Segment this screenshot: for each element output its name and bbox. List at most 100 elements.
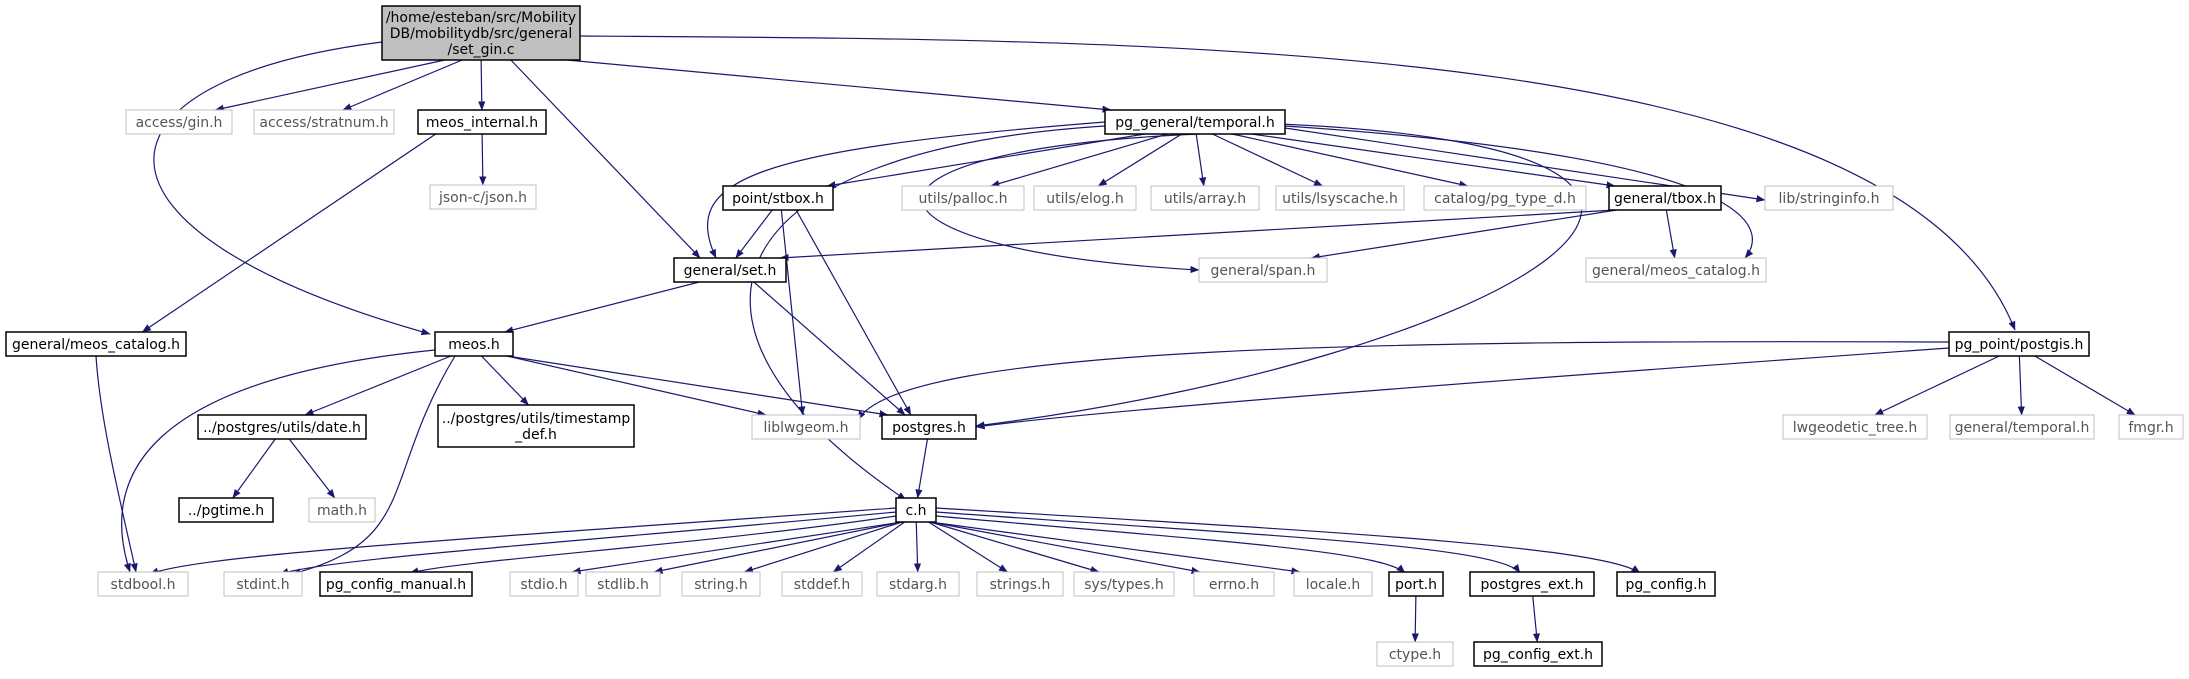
node-box-string xyxy=(681,571,761,597)
node-box-pg_temporal xyxy=(1104,109,1286,135)
node-label-errno: errno.h xyxy=(1209,577,1259,593)
node-c_h[interactable]: c.h xyxy=(895,497,937,523)
node-box-postgres xyxy=(881,414,977,440)
edge-tbox-to-set xyxy=(779,209,1616,262)
node-label-pg_config: pg_config.h xyxy=(1626,577,1707,593)
node-set_gin[interactable]: /home/esteban/src/MobilityDB/mobilitydb/… xyxy=(381,5,581,61)
edge-meos_internal-to-json xyxy=(479,133,487,186)
node-json: json-c/json.h xyxy=(429,184,537,210)
node-box-meos xyxy=(434,331,514,357)
node-box-set_gin xyxy=(381,5,581,61)
node-label-set_gin-2: DB/mobilitydb/src/general xyxy=(390,26,573,42)
node-label-stbox: point/stbox.h xyxy=(732,191,824,207)
node-label-access_gin: access/gin.h xyxy=(136,115,223,131)
node-postgis[interactable]: pg_point/postgis.h xyxy=(1948,331,2090,357)
node-label-set_gin-1: /home/esteban/src/Mobility xyxy=(386,10,576,26)
node-math: math.h xyxy=(308,497,376,523)
edge-meos-to-pg_date xyxy=(304,355,452,416)
node-label-postgis: pg_point/postgis.h xyxy=(1955,337,2084,353)
edge-set_gin-to-postgis xyxy=(579,35,2016,331)
node-box-locale xyxy=(1293,571,1373,597)
node-stdarg: stdarg.h xyxy=(876,571,960,597)
node-box-meos_catalog_r xyxy=(1585,257,1767,283)
node-pg_timestamp[interactable]: ../postgres/utils/timestamp_def.h xyxy=(437,404,635,448)
node-port[interactable]: port.h xyxy=(1388,571,1444,597)
node-stdint: stdint.h xyxy=(223,571,303,597)
node-set[interactable]: general/set.h xyxy=(673,257,787,283)
node-string: string.h xyxy=(681,571,761,597)
node-label-span: general/span.h xyxy=(1211,263,1316,279)
node-box-ctype xyxy=(1376,641,1454,667)
node-postgres_ext[interactable]: postgres_ext.h xyxy=(1469,571,1595,597)
node-box-stdio xyxy=(509,571,579,597)
edge-postgis-to-gen_temporal xyxy=(2017,355,2025,416)
node-label-pgtime: ../pgtime.h xyxy=(188,503,264,519)
node-box-pg_config_manual xyxy=(319,571,473,597)
node-box-math xyxy=(308,497,376,523)
edge-stbox-to-set xyxy=(735,209,773,259)
node-stringinfo: lib/stringinfo.h xyxy=(1764,185,1894,211)
node-label-stdint: stdint.h xyxy=(236,577,289,593)
edge-stbox-to-liblwgeom xyxy=(780,209,806,416)
node-pg_config[interactable]: pg_config.h xyxy=(1616,571,1716,597)
node-liblwgeom: liblwgeom.h xyxy=(751,414,861,440)
node-label-stringinfo: lib/stringinfo.h xyxy=(1779,191,1880,207)
node-locale: locale.h xyxy=(1293,571,1373,597)
node-label-pg_timestamp-1: ../postgres/utils/timestamp xyxy=(442,411,631,427)
node-box-pg_timestamp xyxy=(437,404,635,448)
edge-meos_catalog_l-to-stdbool xyxy=(95,355,138,573)
node-box-stdarg xyxy=(876,571,960,597)
edge-postgis-to-postgres xyxy=(975,347,1950,430)
node-tbox[interactable]: general/tbox.h xyxy=(1608,185,1722,211)
node-meos[interactable]: meos.h xyxy=(434,331,514,357)
node-ctype: ctype.h xyxy=(1376,641,1454,667)
edge-tbox-to-span xyxy=(1310,209,1617,261)
node-box-gen_temporal xyxy=(1949,414,2095,440)
edge-c_h-to-stdbool xyxy=(149,507,897,575)
node-span: general/span.h xyxy=(1198,257,1328,283)
node-label-math: math.h xyxy=(317,503,367,519)
node-label-access_stratnum: access/stratnum.h xyxy=(259,115,388,131)
node-box-pg_date xyxy=(197,414,367,440)
node-pg_temporal[interactable]: pg_general/temporal.h xyxy=(1104,109,1286,135)
node-pgtime[interactable]: ../pgtime.h xyxy=(178,497,274,523)
node-meos_catalog_l[interactable]: general/meos_catalog.h xyxy=(5,331,187,357)
node-label-pg_config_ext: pg_config_ext.h xyxy=(1483,647,1593,663)
node-label-port: port.h xyxy=(1395,577,1437,593)
node-elog: utils/elog.h xyxy=(1033,185,1137,211)
node-systypes: sys/types.h xyxy=(1073,571,1175,597)
node-stddef: stddef.h xyxy=(781,571,863,597)
edge-pg_temporal-to-array xyxy=(1195,133,1207,187)
node-label-meos_internal: meos_internal.h xyxy=(426,115,538,131)
node-pg_config_ext[interactable]: pg_config_ext.h xyxy=(1473,641,1603,667)
node-label-set_gin-3: /set_gin.c xyxy=(448,42,515,58)
node-label-stdio: stdio.h xyxy=(520,577,567,593)
node-pg_date[interactable]: ../postgres/utils/date.h xyxy=(197,414,367,440)
node-pg_type_d: catalog/pg_type_d.h xyxy=(1423,185,1587,211)
node-label-tbox: general/tbox.h xyxy=(1614,191,1716,207)
edge-c_h-to-stdlib xyxy=(653,521,903,574)
node-box-postgres_ext xyxy=(1469,571,1595,597)
node-lwgeodetic: lwgeodetic_tree.h xyxy=(1782,414,1928,440)
node-label-locale: locale.h xyxy=(1306,577,1361,593)
node-postgres[interactable]: postgres.h xyxy=(881,414,977,440)
edge-c_h-to-string xyxy=(743,521,903,573)
edge-c_h-to-locale xyxy=(929,521,1301,575)
edge-pg_temporal-to-lsyscache xyxy=(1212,133,1324,187)
edge-c_h-to-pg_config_manual xyxy=(409,515,897,575)
node-label-systypes: sys/types.h xyxy=(1084,577,1163,593)
node-label-strings: strings.h xyxy=(990,577,1051,593)
edge-set_gin-to-meos xyxy=(153,41,431,336)
node-stdio: stdio.h xyxy=(509,571,579,597)
node-meos_internal[interactable]: meos_internal.h xyxy=(417,109,547,135)
node-stbox[interactable]: point/stbox.h xyxy=(722,185,834,211)
edge-c_h-to-stddef xyxy=(832,521,906,573)
node-box-stddef xyxy=(781,571,863,597)
node-box-lwgeodetic xyxy=(1782,414,1928,440)
edge-pg_temporal-to-palloc xyxy=(990,133,1168,188)
node-lsyscache: utils/lsyscache.h xyxy=(1275,185,1405,211)
node-pg_config_manual[interactable]: pg_config_manual.h xyxy=(319,571,473,597)
edge-set_gin-to-set xyxy=(510,59,701,259)
node-label-meos_catalog_l: general/meos_catalog.h xyxy=(12,337,180,353)
